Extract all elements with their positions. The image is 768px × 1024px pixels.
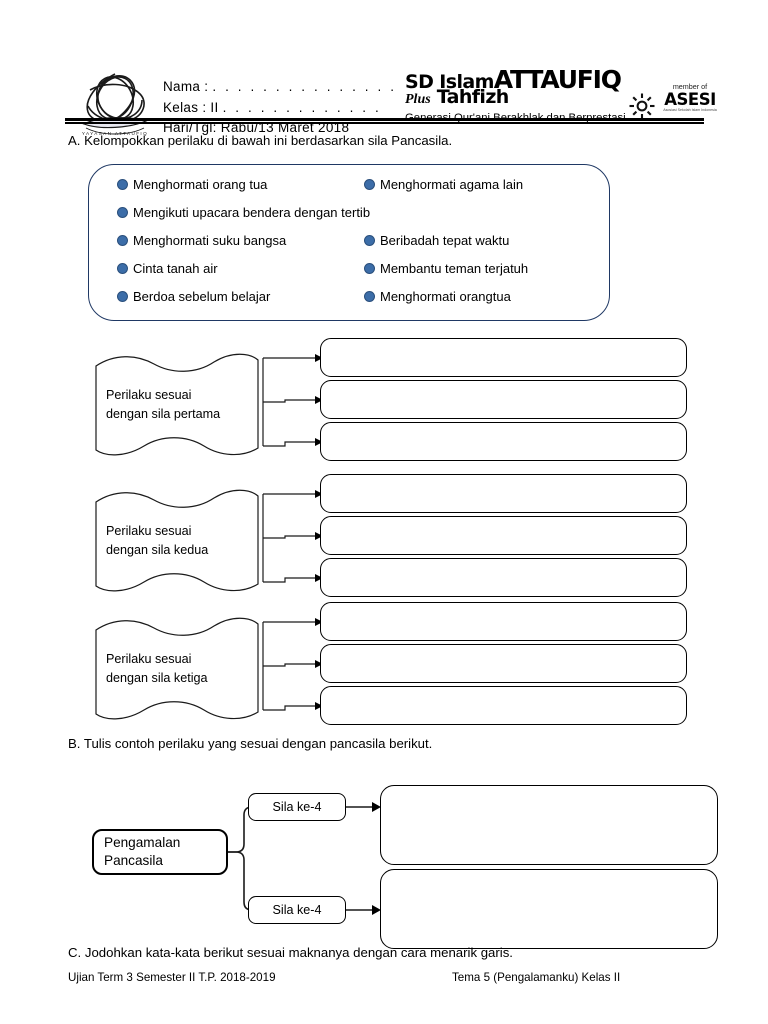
branch-connector <box>255 336 325 464</box>
flow-group-sila-kedua: Perilaku sesuai dengan sila kedua <box>0 472 768 600</box>
sila-branch-box[interactable]: Sila ke-4 <box>248 793 346 821</box>
divider-line-top <box>65 118 704 121</box>
bullet-dot-icon <box>117 235 128 246</box>
pengamalan-root-box: Pengamalan Pancasila <box>92 829 228 875</box>
pengamalan-root-label: Pengamalan Pancasila <box>104 835 181 868</box>
option-label: Menghormati orang tua <box>133 177 268 192</box>
asesi-member-of: member of <box>672 82 708 91</box>
answer-box-large[interactable] <box>380 869 718 949</box>
banner-label-line1: Perilaku sesuai <box>106 388 192 402</box>
banner-label-line2: dengan sila ketiga <box>106 671 208 685</box>
brand-tahfizh: Tahfizh <box>436 86 510 108</box>
option-item[interactable]: Berdoa sebelum belajar <box>117 289 270 304</box>
banner-label-line2: dengan sila kedua <box>106 543 209 557</box>
banner-label: Perilaku sesuai dengan sila ketiga <box>106 650 251 688</box>
section-a-heading: A. Kelompokkan perilaku di bawah ini ber… <box>68 133 453 148</box>
option-label: Berdoa sebelum belajar <box>133 289 271 304</box>
divider-line-bottom <box>65 122 704 124</box>
branch-connector <box>255 600 325 728</box>
bullet-dot-icon <box>117 207 128 218</box>
answer-box-large[interactable] <box>380 785 718 865</box>
option-label: Menghormati suku bangsa <box>133 233 287 248</box>
school-brand-logo: SD IslamATTAUFIQ Plus Tahfizh Generasi Q… <box>405 67 640 132</box>
bullet-dot-icon <box>117 263 128 274</box>
sila-branch-box[interactable]: Sila ke-4 <box>248 896 346 924</box>
bullet-dot-icon <box>117 179 128 190</box>
brand-plus: Plus <box>405 92 431 107</box>
option-item[interactable]: Menghormati orangtua <box>364 289 511 304</box>
footer-theme-info: Tema 5 (Pengalamanku) Kelas II <box>452 971 621 984</box>
svg-text:YAYASAN ATTAUFIQ: YAYASAN ATTAUFIQ <box>82 131 148 136</box>
student-identity-block: Nama : . . . . . . . . . . . . . . . Kel… <box>163 77 397 139</box>
section-b-heading: B. Tulis contoh perilaku yang sesuai den… <box>68 736 433 751</box>
banner-shape: Perilaku sesuai dengan sila pertama <box>92 352 262 460</box>
banner-label: Perilaku sesuai dengan sila kedua <box>106 522 251 560</box>
answer-box[interactable] <box>320 474 687 513</box>
brand-line-two: Plus Tahfizh <box>405 88 509 109</box>
field-kelas: Kelas : II . . . . . . . . . . . . . <box>163 98 397 119</box>
banner-shape: Perilaku sesuai dengan sila ketiga <box>92 616 262 724</box>
option-label: Membantu teman terjatuh <box>380 261 529 276</box>
section-c-heading: C. Jodohkan kata-kata berikut sesuai mak… <box>68 945 513 960</box>
field-haritgl-value[interactable]: Rabu/13 Maret 2018 <box>220 120 350 135</box>
banner-label: Perilaku sesuai dengan sila pertama <box>106 386 251 424</box>
answer-box[interactable] <box>320 686 687 725</box>
banner-label-line1: Perilaku sesuai <box>106 652 192 666</box>
field-haritgl: Hari/Tgl: Rabu/13 Maret 2018 <box>163 118 397 139</box>
option-item[interactable]: Menghormati suku bangsa <box>117 233 286 248</box>
brand-line-one: SD IslamATTAUFIQ <box>405 67 622 93</box>
option-item[interactable]: Mengikuti upacara bendera dengan tertib <box>117 205 370 220</box>
field-nama: Nama : . . . . . . . . . . . . . . . <box>163 77 397 98</box>
answer-box[interactable] <box>320 602 687 641</box>
pengamalan-diagram: Pengamalan Pancasila Sila ke-4 Sila ke-4 <box>0 752 768 949</box>
banner-label-line1: Perilaku sesuai <box>106 524 192 538</box>
banner-shape: Perilaku sesuai dengan sila kedua <box>92 488 262 596</box>
brand-attaufiq: ATTAUFIQ <box>493 65 622 94</box>
flow-group-sila-pertama: Perilaku sesuai dengan sila pertama <box>0 336 768 464</box>
page-header: YAYASAN ATTAUFIQ Nama : . . . . . . . . … <box>0 30 768 136</box>
field-nama-value[interactable]: . . . . . . . . . . . . . . . <box>212 79 397 94</box>
answer-box[interactable] <box>320 558 687 597</box>
option-item[interactable]: Menghormati agama lain <box>364 177 523 192</box>
sunburst-icon <box>628 92 656 125</box>
answer-box[interactable] <box>320 516 687 555</box>
answer-box[interactable] <box>320 338 687 377</box>
answer-box[interactable] <box>320 644 687 683</box>
bullet-dot-icon <box>364 235 375 246</box>
bullet-dot-icon <box>364 179 375 190</box>
option-item[interactable]: Membantu teman terjatuh <box>364 261 528 276</box>
option-item[interactable]: Cinta tanah air <box>117 261 218 276</box>
asesi-member-badge: member of ASESI Asosiasi Sekolah Islam I… <box>628 82 720 130</box>
branch-connector <box>255 472 325 600</box>
bullet-dot-icon <box>364 263 375 274</box>
option-label: Beribadah tepat waktu <box>380 233 510 248</box>
bullet-dot-icon <box>364 291 375 302</box>
field-nama-label: Nama : <box>163 79 209 94</box>
field-haritgl-label: Hari/Tgl: <box>163 120 217 135</box>
answer-box[interactable] <box>320 380 687 419</box>
field-kelas-value[interactable]: . . . . . . . . . . . . . <box>222 99 382 115</box>
asesi-text-block: member of ASESI Asosiasi Sekolah Islam I… <box>660 82 720 113</box>
option-item[interactable]: Menghormati orang tua <box>117 177 267 192</box>
asesi-subtitle: Asosiasi Sekolah Islam Indonesia <box>663 108 717 112</box>
bullet-dot-icon <box>117 291 128 302</box>
brand-sd-islam: SD Islam <box>405 71 494 93</box>
banner-label-line2: dengan sila pertama <box>106 407 221 421</box>
asesi-name: ASESI <box>664 90 716 109</box>
field-kelas-label: Kelas : II <box>163 99 219 115</box>
option-label: Cinta tanah air <box>133 261 218 276</box>
flow-group-sila-ketiga: Perilaku sesuai dengan sila ketiga <box>0 600 768 728</box>
school-crest-logo: YAYASAN ATTAUFIQ <box>70 68 160 138</box>
footer-exam-info: Ujian Term 3 Semester II T.P. 2018-2019 <box>68 971 276 984</box>
header-divider <box>65 118 704 124</box>
option-label: Mengikuti upacara bendera dengan tertib <box>133 205 371 220</box>
behaviour-options-panel: Menghormati orang tua Mengikuti upacara … <box>88 164 610 321</box>
option-item[interactable]: Beribadah tepat waktu <box>364 233 509 248</box>
option-label: Menghormati orangtua <box>380 289 511 304</box>
answer-box[interactable] <box>320 422 687 461</box>
option-label: Menghormati agama lain <box>380 177 524 192</box>
